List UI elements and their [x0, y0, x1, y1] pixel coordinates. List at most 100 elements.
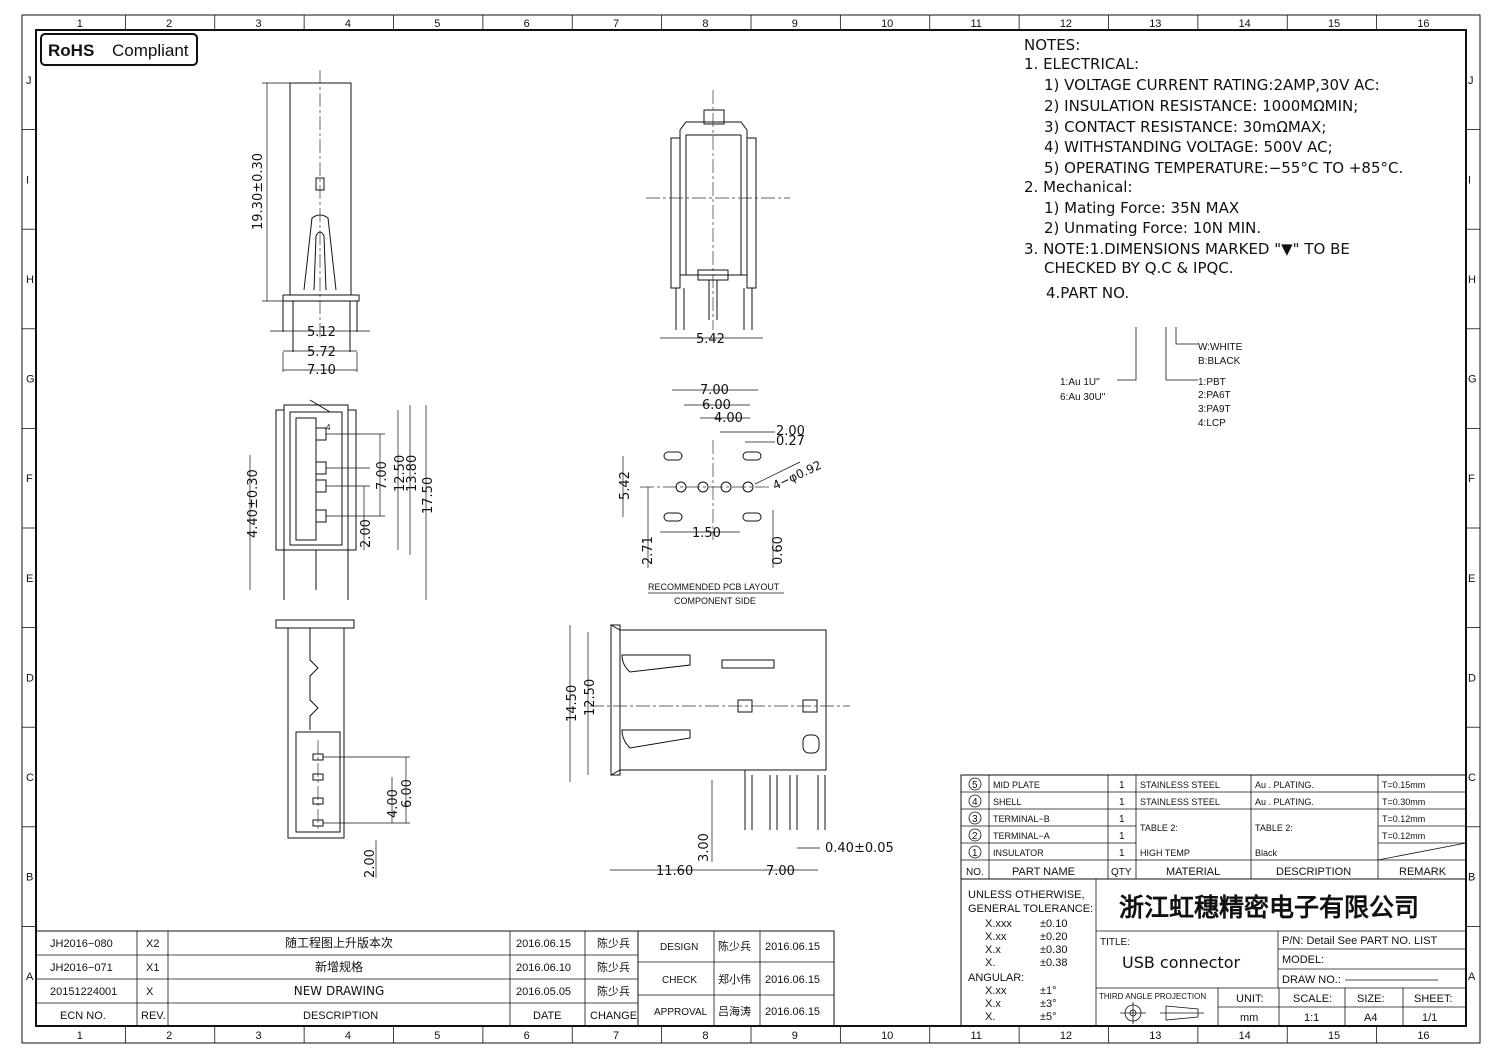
bom-cell-name: SHELL — [993, 797, 1022, 807]
bom-cell-desc: Au . PLATING. — [1255, 797, 1314, 807]
rev-cell-ecn: JH2016−080 — [50, 938, 113, 950]
projection-symbol-icon — [1120, 1002, 1204, 1024]
notes-title: NOTES: — [1024, 36, 1080, 54]
pn-au1: 1:Au 1U" — [1060, 377, 1100, 388]
bom-cell-rem: T=0.15mm — [1382, 780, 1425, 790]
unit-label: UNIT: — [1236, 993, 1264, 1005]
col-label-bottom: 8 — [702, 1030, 708, 1042]
col-label-bottom: 5 — [434, 1030, 440, 1042]
notes-block: NOTES: 1. ELECTRICAL: 1) VOLTAGE CURRENT… — [1024, 36, 1403, 302]
bom-cell-mat: STAINLESS STEEL — [1140, 797, 1220, 807]
pn-p2: 2:PA6T — [1198, 390, 1231, 401]
rev-head-rev: REV. — [141, 1010, 166, 1022]
pcb-0-60: 0.60 — [771, 536, 786, 565]
bom-head-mat: MATERIAL — [1166, 866, 1220, 878]
col-label-top: 10 — [881, 18, 893, 30]
sign-check: CHECK — [662, 975, 697, 986]
bom-cell-mat: TABLE 2: — [1140, 823, 1178, 833]
sv-dim-14-50: 14.50 — [565, 685, 580, 722]
col-label-top: 11 — [970, 18, 981, 30]
pn-p3: 3:PA9T — [1198, 404, 1231, 415]
front-view-middle: 4 4.40±0.30 7.00 12.50 13.80 17.50 2.00 — [246, 399, 436, 600]
bom-cell-mat: STAINLESS STEEL — [1140, 780, 1220, 790]
pcb-5-42: 5.42 — [618, 471, 633, 500]
dim-7-00-v: 7.00 — [375, 461, 390, 490]
note-n3a: 3. NOTE:1.DIMENSIONS MARKED "▼" TO BE — [1024, 240, 1350, 258]
note-m1: 1) Mating Force: 35N MAX — [1044, 199, 1239, 217]
unit-value: mm — [1240, 1012, 1258, 1024]
side-view-bottom: 4.00 6.00 2.00 — [275, 619, 415, 878]
tol-xx: X.xx — [985, 931, 1007, 943]
rev-cell-change: 陈少兵 — [597, 960, 630, 974]
side-view-right-angle: 14.50 12.50 3.00 11.60 7.00 0.40±0.05 — [565, 624, 894, 879]
dim-7-10: 7.10 — [307, 363, 336, 378]
tol-a-val: ±5° — [1040, 1011, 1057, 1023]
bom-cell-name: TERMINAL−A — [993, 831, 1050, 841]
row-label-right: J — [1468, 75, 1474, 87]
rev-cell-change: 陈少兵 — [597, 936, 630, 950]
note-e5: 5) OPERATING TEMPERATURE:−55°C TO +85°C. — [1044, 159, 1403, 177]
dim-2-00-v: 2.00 — [359, 519, 374, 548]
pcb-6-00: 6.00 — [702, 398, 731, 413]
pn-b: B:BLACK — [1198, 356, 1241, 367]
tol-x: X.x — [985, 944, 1001, 956]
bom-number-circle — [968, 777, 982, 791]
bom-cell-rem: T=0.30mm — [1382, 797, 1425, 807]
dim-19-30: 19.30±0.30 — [251, 153, 266, 230]
sv-dim-11-60: 11.60 — [656, 864, 693, 879]
col-label-bottom: 4 — [345, 1030, 351, 1042]
tol-angular: ANGULAR: — [968, 972, 1024, 984]
signature-table: DESIGN 陈少兵 2016.06.15 CHECK 郑小伟 2016.06.… — [637, 930, 835, 1027]
tol-line-1: UNLESS OTHERWISE, — [968, 889, 1085, 901]
pn-p1: 1:PBT — [1198, 377, 1226, 388]
col-label-bottom: 13 — [1149, 1030, 1161, 1042]
title-block: UNLESS OTHERWISE, GENERAL TOLERANCE: X.x… — [960, 878, 1467, 1027]
sv-dim-12-50: 12.50 — [583, 679, 598, 716]
row-label-right: A — [1468, 971, 1476, 983]
bom-cell-rem: T=0.12mm — [1382, 831, 1425, 841]
row-label-right: B — [1468, 872, 1475, 884]
col-label-bottom: 15 — [1328, 1030, 1340, 1042]
note-n3b: CHECKED BY Q.C & IPQC. — [1044, 259, 1234, 277]
projection-label: THIRD ANGLE PROJECTION — [1099, 992, 1206, 1001]
col-label-top: 3 — [255, 18, 261, 30]
tol-a: X. — [985, 1011, 995, 1023]
bom-cell-no: 3 — [972, 814, 978, 825]
tol-xxx-val: ±0.10 — [1040, 918, 1067, 930]
row-label-left: D — [26, 672, 34, 684]
part-number-tree: W:WHITE B:BLACK 1:PBT 2:PA6T 3:PA9T 4:LC… — [1060, 327, 1243, 429]
col-label-bottom: 12 — [1060, 1030, 1072, 1042]
rev-cell-rev: X2 — [146, 938, 159, 950]
notes-electrical: 1. ELECTRICAL: — [1024, 55, 1139, 73]
row-label-left: G — [26, 374, 35, 386]
dim-17-50: 17.50 — [421, 477, 436, 514]
pcb-2-00: 2.00 — [776, 424, 805, 439]
row-label-left: I — [26, 174, 29, 186]
col-label-top: 8 — [702, 18, 708, 30]
col-label-bottom: 11 — [970, 1030, 981, 1042]
tol-line-2: GENERAL TOLERANCE: — [968, 903, 1093, 915]
col-label-bottom: 3 — [255, 1030, 261, 1042]
rev-head-ecn: ECN NO. — [60, 1010, 106, 1022]
bom-cell-qty: 1 — [1119, 831, 1125, 842]
dim-12-50: 12.50 — [393, 455, 408, 492]
col-label-top: 5 — [434, 18, 440, 30]
row-label-left: C — [26, 772, 34, 784]
rev-cell-desc: NEW DRAWING — [294, 984, 385, 998]
rev-cell-desc: 新增规格 — [315, 959, 363, 974]
sign-design-name: 陈少兵 — [718, 939, 751, 953]
note-e1: 1) VOLTAGE CURRENT RATING:2AMP,30V AC: — [1044, 76, 1380, 94]
dim-13-80: 13.80 — [405, 455, 420, 492]
bom-head-no: NO. — [966, 867, 984, 878]
bom-cell-desc: Au . PLATING. — [1255, 780, 1314, 790]
rev-head-date: DATE — [533, 1010, 562, 1022]
col-label-top: 14 — [1239, 18, 1251, 30]
row-label-right: E — [1468, 573, 1475, 585]
col-label-top: 16 — [1417, 18, 1429, 30]
pcb-4-00: 4.00 — [714, 411, 743, 426]
sign-check-name: 郑小伟 — [718, 972, 751, 986]
sign-design-date: 2016.06.15 — [765, 941, 820, 953]
row-label-right: D — [1468, 672, 1476, 684]
scale-label: SCALE: — [1293, 993, 1332, 1005]
